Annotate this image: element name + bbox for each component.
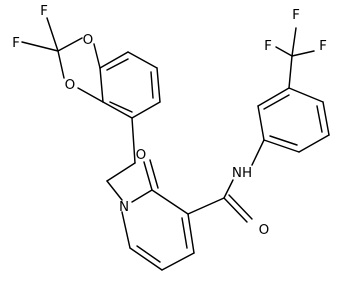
fluorine-atom-cf2-top: F (40, 3, 48, 19)
fluorine-atom-cf3-top: F (292, 7, 300, 23)
fluorine-atom-cf3-right: F (319, 38, 327, 54)
amide-nh-group: NH (232, 165, 252, 181)
fluorine-atom-cf3-left: F (264, 38, 272, 54)
nitrogen-atom-pyridone: N (119, 199, 129, 215)
oxygen-atom-amide-carbonyl: O (259, 222, 270, 238)
oxygen-atom-dioxole-upper: O (83, 32, 94, 48)
oxygen-atom-pyridone-carbonyl: O (136, 147, 147, 163)
fluorine-atom-cf2-left: F (12, 35, 20, 51)
oxygen-atom-dioxole-lower: O (65, 77, 76, 93)
bond-lines (21, 17, 330, 271)
atom-labels: F F O O N O NH O F F F (12, 3, 327, 238)
